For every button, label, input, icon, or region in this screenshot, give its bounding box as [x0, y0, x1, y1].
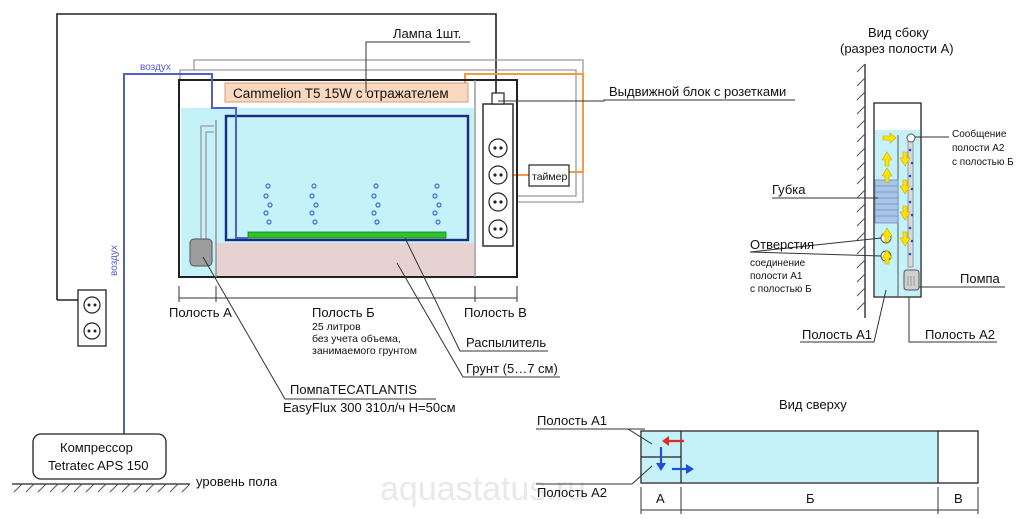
pump-pipe — [200, 125, 214, 240]
holes-leader-1 — [749, 237, 882, 253]
outlet-sockets — [488, 138, 508, 239]
compressor-label-2: Tetratec APS 150 — [48, 458, 148, 473]
top-a2-leader-tail — [631, 465, 653, 485]
cavity-b-note-1: 25 литров — [312, 321, 361, 333]
pump-model-label-2: EasyFlux 300 310л/ч H=50см — [283, 400, 456, 415]
soil-layer — [216, 243, 474, 276]
air-label-side: воздух — [109, 245, 120, 276]
side-a2-label: Полость А2 — [925, 327, 995, 342]
pump-side-label: Помпа — [960, 271, 1001, 286]
frame-line-inner — [194, 69, 577, 197]
diffuser-leader — [404, 237, 548, 352]
top-col-v: В — [954, 491, 963, 506]
side-view-title-2: (разрез полости А) — [840, 41, 954, 56]
top-a2-label: Полость А2 — [537, 485, 607, 500]
soil-leader — [396, 262, 560, 378]
lamp-leader — [365, 41, 470, 93]
air-label-top: воздух — [140, 62, 171, 73]
sponge-texture — [875, 185, 898, 217]
outlet-leader — [498, 99, 795, 102]
wall-socket-pins — [87, 303, 97, 333]
soil-label: Грунт (5…7 см) — [466, 361, 558, 376]
message-label-2: полости А2 — [952, 143, 1005, 154]
side-pump-icon — [903, 269, 920, 291]
pump-pipe-2 — [205, 131, 214, 240]
diffuser-bar — [247, 231, 447, 239]
holes-note-3: с полостью Б — [750, 284, 812, 295]
pump-icon — [189, 238, 213, 267]
top-dimension-ticks — [640, 487, 979, 514]
top-a1-leader-tail — [627, 428, 653, 445]
power-cable — [56, 13, 497, 300]
cavity-v-label: Полость В — [464, 305, 527, 320]
message-label-3: с полостью Б — [952, 157, 1014, 168]
holes-label: Отверстия — [750, 237, 814, 252]
top-a1-label: Полость А1 — [537, 413, 607, 428]
cavity-a-label: Полость А — [169, 305, 232, 320]
tank-body — [178, 79, 518, 278]
air-tube — [123, 73, 248, 300]
watermark: aquastatus.ru — [380, 470, 586, 508]
inner-cavity-frame — [224, 114, 470, 242]
top-col-a: А — [656, 491, 665, 506]
cavity-b-note-3: занимаемого грунтом — [312, 345, 417, 357]
cavity-b-label: Полость Б — [312, 305, 375, 320]
sponge-label: Губка — [772, 182, 806, 197]
a2-leader — [908, 297, 997, 343]
side-a1-label: Полость А1 — [802, 327, 872, 342]
top-view-title: Вид сверху — [779, 397, 847, 412]
message-hole-icon — [906, 133, 916, 143]
cavity-b-note-2: без учета объема, — [312, 333, 401, 345]
outlet-socket-pins — [493, 146, 503, 231]
compressor-label-1: Компрессор — [60, 440, 133, 455]
top-col-b: Б — [806, 491, 815, 506]
bubbles — [263, 183, 442, 225]
outlet-block-label: Выдвижной блок с розетками — [609, 84, 786, 99]
message-label-1: Сообщение — [952, 128, 1007, 140]
floor-hatch — [13, 483, 191, 493]
holes-leader-2 — [749, 251, 882, 257]
timer-box — [528, 164, 570, 187]
water-drops — [908, 148, 914, 256]
side-wall-hatch — [856, 63, 866, 311]
a1-leader — [800, 289, 887, 343]
holes-note-1: соединение — [750, 258, 806, 269]
top-view-arrow-red — [662, 436, 684, 446]
top-view-arrow-blue-right — [672, 464, 694, 474]
diffuser-label: Распылитель — [466, 335, 546, 350]
pump-leader — [202, 256, 436, 400]
sponge — [874, 179, 899, 224]
top-view-water — [642, 432, 938, 482]
pump-model-label-1: ПомпаTECATLANTIS — [290, 382, 417, 397]
side-view-title-1: Вид сбоку — [868, 25, 929, 40]
lamp-model-label: Cammelion T5 15W с отражателем — [233, 86, 449, 101]
compressor-box — [32, 433, 167, 480]
floor-label: уровень пола — [196, 474, 278, 489]
side-pump-grid — [907, 276, 915, 286]
holes-note-2: полости А1 — [750, 271, 803, 282]
dimension-ticks — [178, 286, 518, 302]
top-view-arrow-blue-down — [656, 447, 666, 471]
lamp-label: Лампа 1шт. — [393, 26, 461, 41]
frame-line-outer — [179, 59, 584, 203]
wall-socket-holes — [83, 296, 101, 340]
outlet-plug — [491, 92, 505, 105]
lamp — [224, 82, 469, 103]
flow-arrows — [881, 132, 911, 265]
timer-label: таймер — [532, 171, 567, 183]
